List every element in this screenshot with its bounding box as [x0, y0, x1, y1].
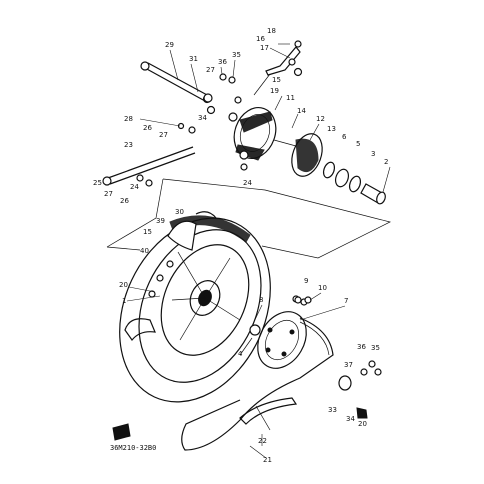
- brake-shoe-plate: [228, 107, 277, 171]
- part-label: 12: [316, 115, 325, 123]
- axle-bearing-stack: [322, 161, 386, 205]
- part-label: 15: [143, 228, 152, 236]
- part-label: 23: [124, 141, 133, 149]
- part-label: 36: [218, 58, 227, 66]
- part-label: 26: [143, 124, 152, 132]
- chain-adjuster: [338, 360, 382, 419]
- part-label: 29: [165, 41, 174, 49]
- part-label: 18: [267, 27, 276, 35]
- sprocket-bolts: [239, 296, 312, 356]
- part-label: 33: [328, 406, 337, 414]
- part-label: 19: [270, 87, 279, 95]
- part-label: 39: [156, 217, 165, 225]
- part-label: 27: [104, 190, 113, 198]
- part-label: 11: [286, 94, 295, 102]
- part-label: 6: [342, 133, 347, 141]
- brake-rod: [140, 61, 212, 104]
- brake-cam-lever: [253, 40, 303, 96]
- part-label: 8: [259, 296, 263, 304]
- part-label: 5: [356, 140, 360, 148]
- inner-tube: [124, 211, 217, 342]
- parts-box-outline: [106, 178, 391, 259]
- part-label: 27: [206, 66, 215, 74]
- part-label: 26: [120, 197, 129, 205]
- brake-hub: [273, 133, 323, 177]
- part-labels: 29 31 27 36 35 18 16 17 15 19 11 14 12 1…: [93, 27, 388, 464]
- valve-parts: [148, 260, 174, 298]
- diagram-code: 36M210-32B0: [110, 444, 156, 452]
- part-label: 17: [260, 44, 269, 52]
- washer-stack-upper: [203, 73, 242, 115]
- part-label: 20: [358, 420, 367, 428]
- part-label: 31: [189, 55, 198, 63]
- part-label: 22: [258, 437, 267, 445]
- rear-axle: [102, 122, 196, 187]
- part-label: 36: [357, 343, 366, 351]
- part-label: 2: [384, 158, 388, 166]
- part-label: 27: [159, 131, 168, 139]
- leader-lines: [126, 43, 391, 459]
- diagram-code-block: 36M210-32B0: [110, 423, 156, 452]
- part-label: 20: [119, 281, 128, 289]
- part-label: 35: [232, 51, 241, 59]
- part-label: 34: [198, 114, 207, 122]
- part-label: 16: [256, 35, 265, 43]
- part-label: 14: [297, 107, 306, 115]
- part-label: 1: [122, 297, 126, 305]
- drive-chain: [181, 317, 334, 451]
- part-label: 24: [130, 183, 139, 191]
- part-label: 13: [327, 125, 336, 133]
- part-label: 37: [344, 361, 353, 369]
- part-label: 24: [243, 179, 252, 187]
- part-label: 15: [272, 76, 281, 84]
- part-label: 9: [304, 277, 308, 285]
- part-label: 34: [346, 415, 355, 423]
- part-label: 21: [263, 456, 272, 464]
- arrow-stamp-icon: [112, 423, 131, 441]
- part-label: 30: [175, 208, 184, 216]
- part-label: 3: [371, 150, 375, 158]
- part-label: 28: [124, 115, 133, 123]
- part-label: 35: [371, 344, 380, 352]
- part-label: 7: [344, 297, 348, 305]
- part-label: 4: [238, 350, 243, 358]
- part-label: 10: [318, 284, 327, 292]
- part-label: 40: [140, 247, 149, 255]
- part-label: 25: [93, 179, 102, 187]
